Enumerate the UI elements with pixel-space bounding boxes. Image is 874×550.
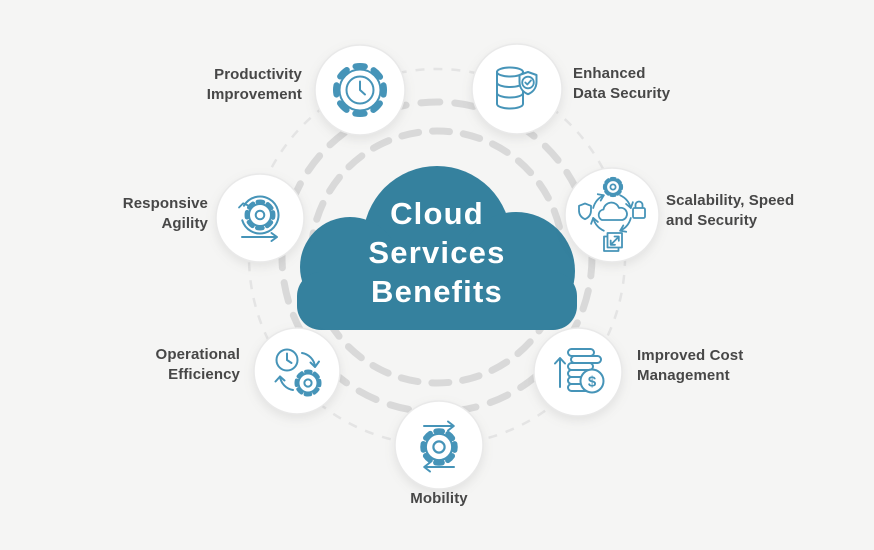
label-line: Enhanced [573, 65, 646, 82]
title-line-2: Services [368, 235, 506, 270]
title-line-1: Cloud [390, 196, 484, 231]
title-line-3: Benefits [371, 274, 503, 309]
label-improved-cost-management: Improved Cost Management [637, 346, 827, 386]
cloud-cycle-security-icon [578, 176, 646, 252]
central-cloud-shape [297, 166, 577, 330]
label-line: Improvement [206, 86, 302, 103]
agility-sprint-gear-icon [238, 195, 280, 242]
coins-growth-icon: $ [554, 348, 605, 394]
label-line: Management [637, 367, 730, 384]
label-line: Scalability, Speed [666, 192, 795, 209]
label-line: Efficiency [168, 366, 240, 383]
label-line: Operational [155, 346, 240, 363]
label-scalability-speed-security: Scalability, Speed and Security [666, 191, 871, 231]
database-shield-icon [496, 66, 538, 110]
label-line: Responsive [122, 195, 208, 212]
diagram-title: Cloud Services Benefits [297, 194, 577, 311]
label-line: and Security [666, 212, 758, 229]
label-productivity-improvement: Productivity Improvement [132, 65, 302, 105]
label-line: Agility [161, 215, 208, 232]
label-line: Improved Cost [637, 347, 744, 364]
bubble-data-security [471, 43, 563, 135]
label-operational-efficiency: Operational Efficiency [80, 345, 240, 385]
clock-gear-cycle-icon [274, 348, 322, 397]
label-line: Productivity [214, 66, 302, 83]
label-responsive-agility: Responsive Agility [58, 194, 208, 234]
bubble-operational [253, 327, 341, 415]
gear-clock-icon [333, 63, 387, 117]
label-line: Data Security [573, 85, 671, 102]
svg-text:$: $ [588, 374, 597, 391]
gear-transfer-arrows-icon [420, 420, 458, 473]
bubble-mobility [394, 400, 484, 490]
label-line: Mobility [410, 490, 468, 507]
label-enhanced-data-security: Enhanced Data Security [573, 64, 763, 104]
bubble-responsive-agility [215, 173, 305, 263]
label-mobility: Mobility [359, 489, 519, 509]
